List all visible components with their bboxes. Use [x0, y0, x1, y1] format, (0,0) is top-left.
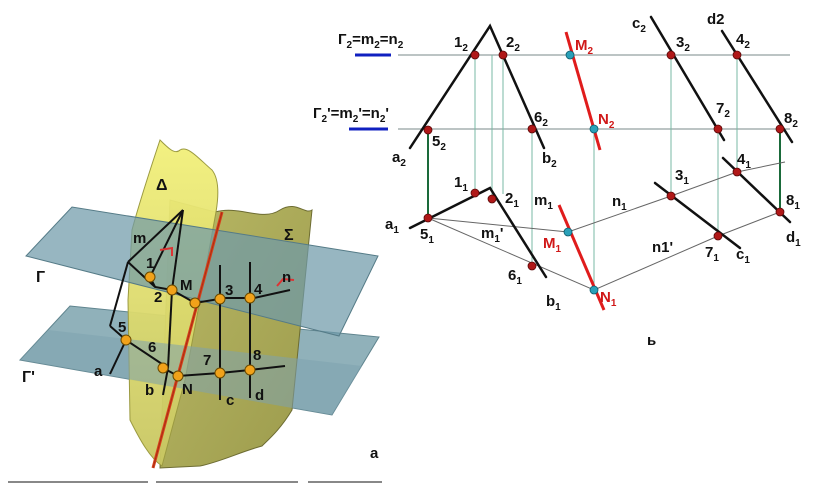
- svg-text:21: 21: [505, 190, 519, 210]
- equation-gamma2-prime: Г2'=m2'=n2': [313, 105, 389, 125]
- caption-b: ь: [647, 332, 656, 349]
- svg-text:n1': n1': [652, 239, 673, 256]
- gamma-label: Г: [36, 269, 45, 286]
- caption-a: a: [370, 445, 379, 462]
- svg-text:72: 72: [716, 100, 730, 120]
- svg-text:a1: a1: [385, 216, 399, 236]
- point-8-label: 8: [253, 347, 261, 364]
- svg-text:32: 32: [676, 34, 690, 54]
- equation-gamma2: Г2=m2=n2: [338, 31, 404, 51]
- point-2-label: 2: [154, 289, 162, 306]
- svg-text:N1: N1: [600, 289, 617, 309]
- horizontal-labels: 11 21 31 41 51 61 71 81 M1 N1 a1 b1 c1 d…: [385, 151, 801, 313]
- svg-text:61: 61: [508, 267, 522, 287]
- svg-text:71: 71: [705, 244, 719, 264]
- line-a-label: a: [94, 363, 103, 380]
- svg-text:62: 62: [534, 109, 548, 129]
- svg-text:b2: b2: [542, 150, 557, 170]
- left-points: [120, 271, 256, 382]
- point-6-label: 6: [148, 339, 156, 356]
- right-epure: Г2=m2=n2 Г2'=m2'=n2' 12 22 32 42 52 62 7…: [313, 11, 801, 349]
- horizontal-lines: [408, 156, 792, 279]
- svg-text:41: 41: [737, 151, 751, 171]
- svg-text:m1': m1': [481, 225, 503, 245]
- svg-text:m1: m1: [534, 192, 553, 212]
- svg-text:12: 12: [454, 34, 468, 54]
- red-line-top: [557, 204, 606, 311]
- svg-text:M1: M1: [543, 235, 562, 255]
- line-n-label: n: [282, 269, 291, 286]
- svg-text:82: 82: [784, 110, 798, 130]
- svg-text:M2: M2: [575, 37, 594, 57]
- point-1-label: 1: [146, 255, 154, 272]
- svg-text:a2: a2: [392, 149, 406, 169]
- projection-links: [474, 55, 738, 290]
- point-3-label: 3: [225, 282, 233, 299]
- svg-text:51: 51: [420, 226, 434, 246]
- sigma-label: Σ: [284, 227, 294, 244]
- svg-text:42: 42: [736, 31, 750, 51]
- svg-text:c1: c1: [736, 246, 750, 266]
- point-7-label: 7: [203, 352, 211, 369]
- svg-text:31: 31: [675, 167, 689, 187]
- teal-points: [563, 50, 599, 295]
- plane-gamma: [25, 206, 379, 337]
- line-d-label: d: [255, 387, 264, 404]
- svg-text:81: 81: [786, 192, 800, 212]
- gamma-prime-label: Г': [22, 369, 35, 386]
- svg-text:b1: b1: [546, 293, 561, 313]
- svg-text:22: 22: [506, 34, 520, 54]
- svg-text:52: 52: [432, 133, 446, 153]
- point-5-label: 5: [118, 319, 126, 336]
- delta-label: Δ: [156, 177, 168, 194]
- left-3d-figure: Δ Σ Г Г' m n a b c d 1 2 3 4 5 6 7 8 M N…: [8, 139, 382, 483]
- frontal-labels: 12 22 32 42 52 62 72 82 M2 N2 a2 b2 c2 d…: [392, 11, 798, 170]
- svg-text:d2: d2: [707, 11, 725, 28]
- line-c-label: c: [226, 392, 234, 409]
- svg-text:11: 11: [454, 174, 468, 194]
- line-b-label: b: [145, 382, 154, 399]
- svg-text:N2: N2: [598, 111, 615, 131]
- plane-gamma-prime-front: [20, 330, 362, 415]
- red-points: [423, 50, 785, 271]
- point-m-label: M: [180, 277, 193, 294]
- svg-text:n1: n1: [612, 193, 627, 213]
- svg-text:c2: c2: [632, 15, 646, 35]
- line-m-label: m: [133, 230, 146, 247]
- point-4-label: 4: [254, 281, 263, 298]
- svg-text:d1: d1: [786, 229, 801, 249]
- point-n-label: N: [182, 381, 193, 398]
- frontal-lines: [408, 15, 794, 150]
